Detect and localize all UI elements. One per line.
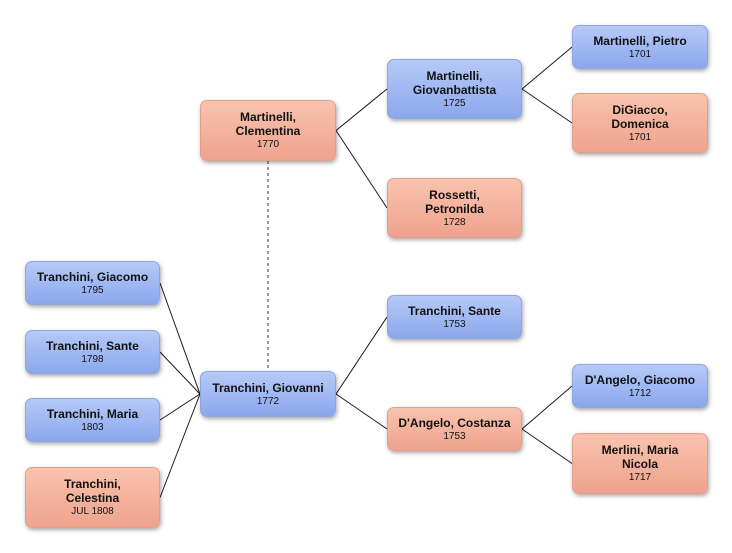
person-name: Tranchini, Giacomo — [36, 269, 149, 284]
person-name: Domenica — [611, 116, 669, 131]
person-name: Celestina — [65, 491, 120, 505]
parent-link-clementina-petronilda — [335, 130, 388, 209]
person-date: 1798 — [81, 353, 104, 365]
person-name: Rossetti, — [429, 187, 480, 202]
parent-link-costanza-maria_nicola — [521, 428, 573, 464]
parent-link-giovanbattista-domenica — [521, 88, 573, 124]
parent-link-giovanni-costanza — [335, 393, 388, 430]
person-name: DiGiacco, — [612, 102, 668, 117]
person-name: Nicola — [621, 457, 658, 471]
person-date: 1728 — [443, 216, 466, 228]
child-link-giovanni-maria_t — [159, 393, 201, 421]
parent-link-costanza-giacomo_d — [521, 385, 573, 430]
person-name: Martinelli, Pietro — [593, 33, 687, 48]
person-date: 1701 — [628, 48, 652, 60]
person-name: Tranchini, Giovanni — [212, 380, 324, 395]
child-link-giovanni-sante_s — [159, 351, 201, 395]
parent-link-giovanni-sante_f — [335, 316, 388, 395]
parent-link-giovanbattista-pietro — [521, 46, 573, 90]
person-name: Tranchini, Maria — [46, 406, 139, 421]
person-name: Tranchini, — [64, 477, 121, 491]
person-name: Petronilda — [425, 201, 484, 216]
person-name: Giovanbattista — [412, 82, 497, 97]
person-date: 1717 — [628, 472, 652, 483]
person-date: 1772 — [256, 395, 280, 407]
person-date: 1725 — [443, 97, 466, 109]
person-name: Merlini, Maria — [601, 443, 679, 457]
person-date: JUL 1808 — [71, 506, 114, 517]
person-name: Tranchini, Sante — [46, 338, 139, 353]
person-name: Martinelli, — [426, 68, 483, 83]
child-link-giovanni-giacomo_t — [159, 282, 201, 395]
person-date: 1701 — [628, 131, 652, 143]
person-date: 1753 — [443, 318, 466, 330]
parent-link-clementina-giovanbattista — [335, 88, 388, 131]
person-name: Clementina — [235, 124, 301, 138]
person-name: Tranchini, Sante — [408, 303, 501, 318]
person-name: D'Angelo, Giacomo — [584, 372, 696, 387]
person-date: 1712 — [628, 387, 652, 399]
person-name: Martinelli, — [239, 110, 296, 124]
person-date: 1803 — [81, 421, 104, 433]
person-date: 1753 — [443, 430, 466, 442]
person-name: D'Angelo, Costanza — [398, 415, 511, 430]
person-date: 1770 — [256, 139, 280, 150]
person-date: 1795 — [81, 284, 104, 296]
child-link-giovanni-celestina — [159, 393, 201, 498]
